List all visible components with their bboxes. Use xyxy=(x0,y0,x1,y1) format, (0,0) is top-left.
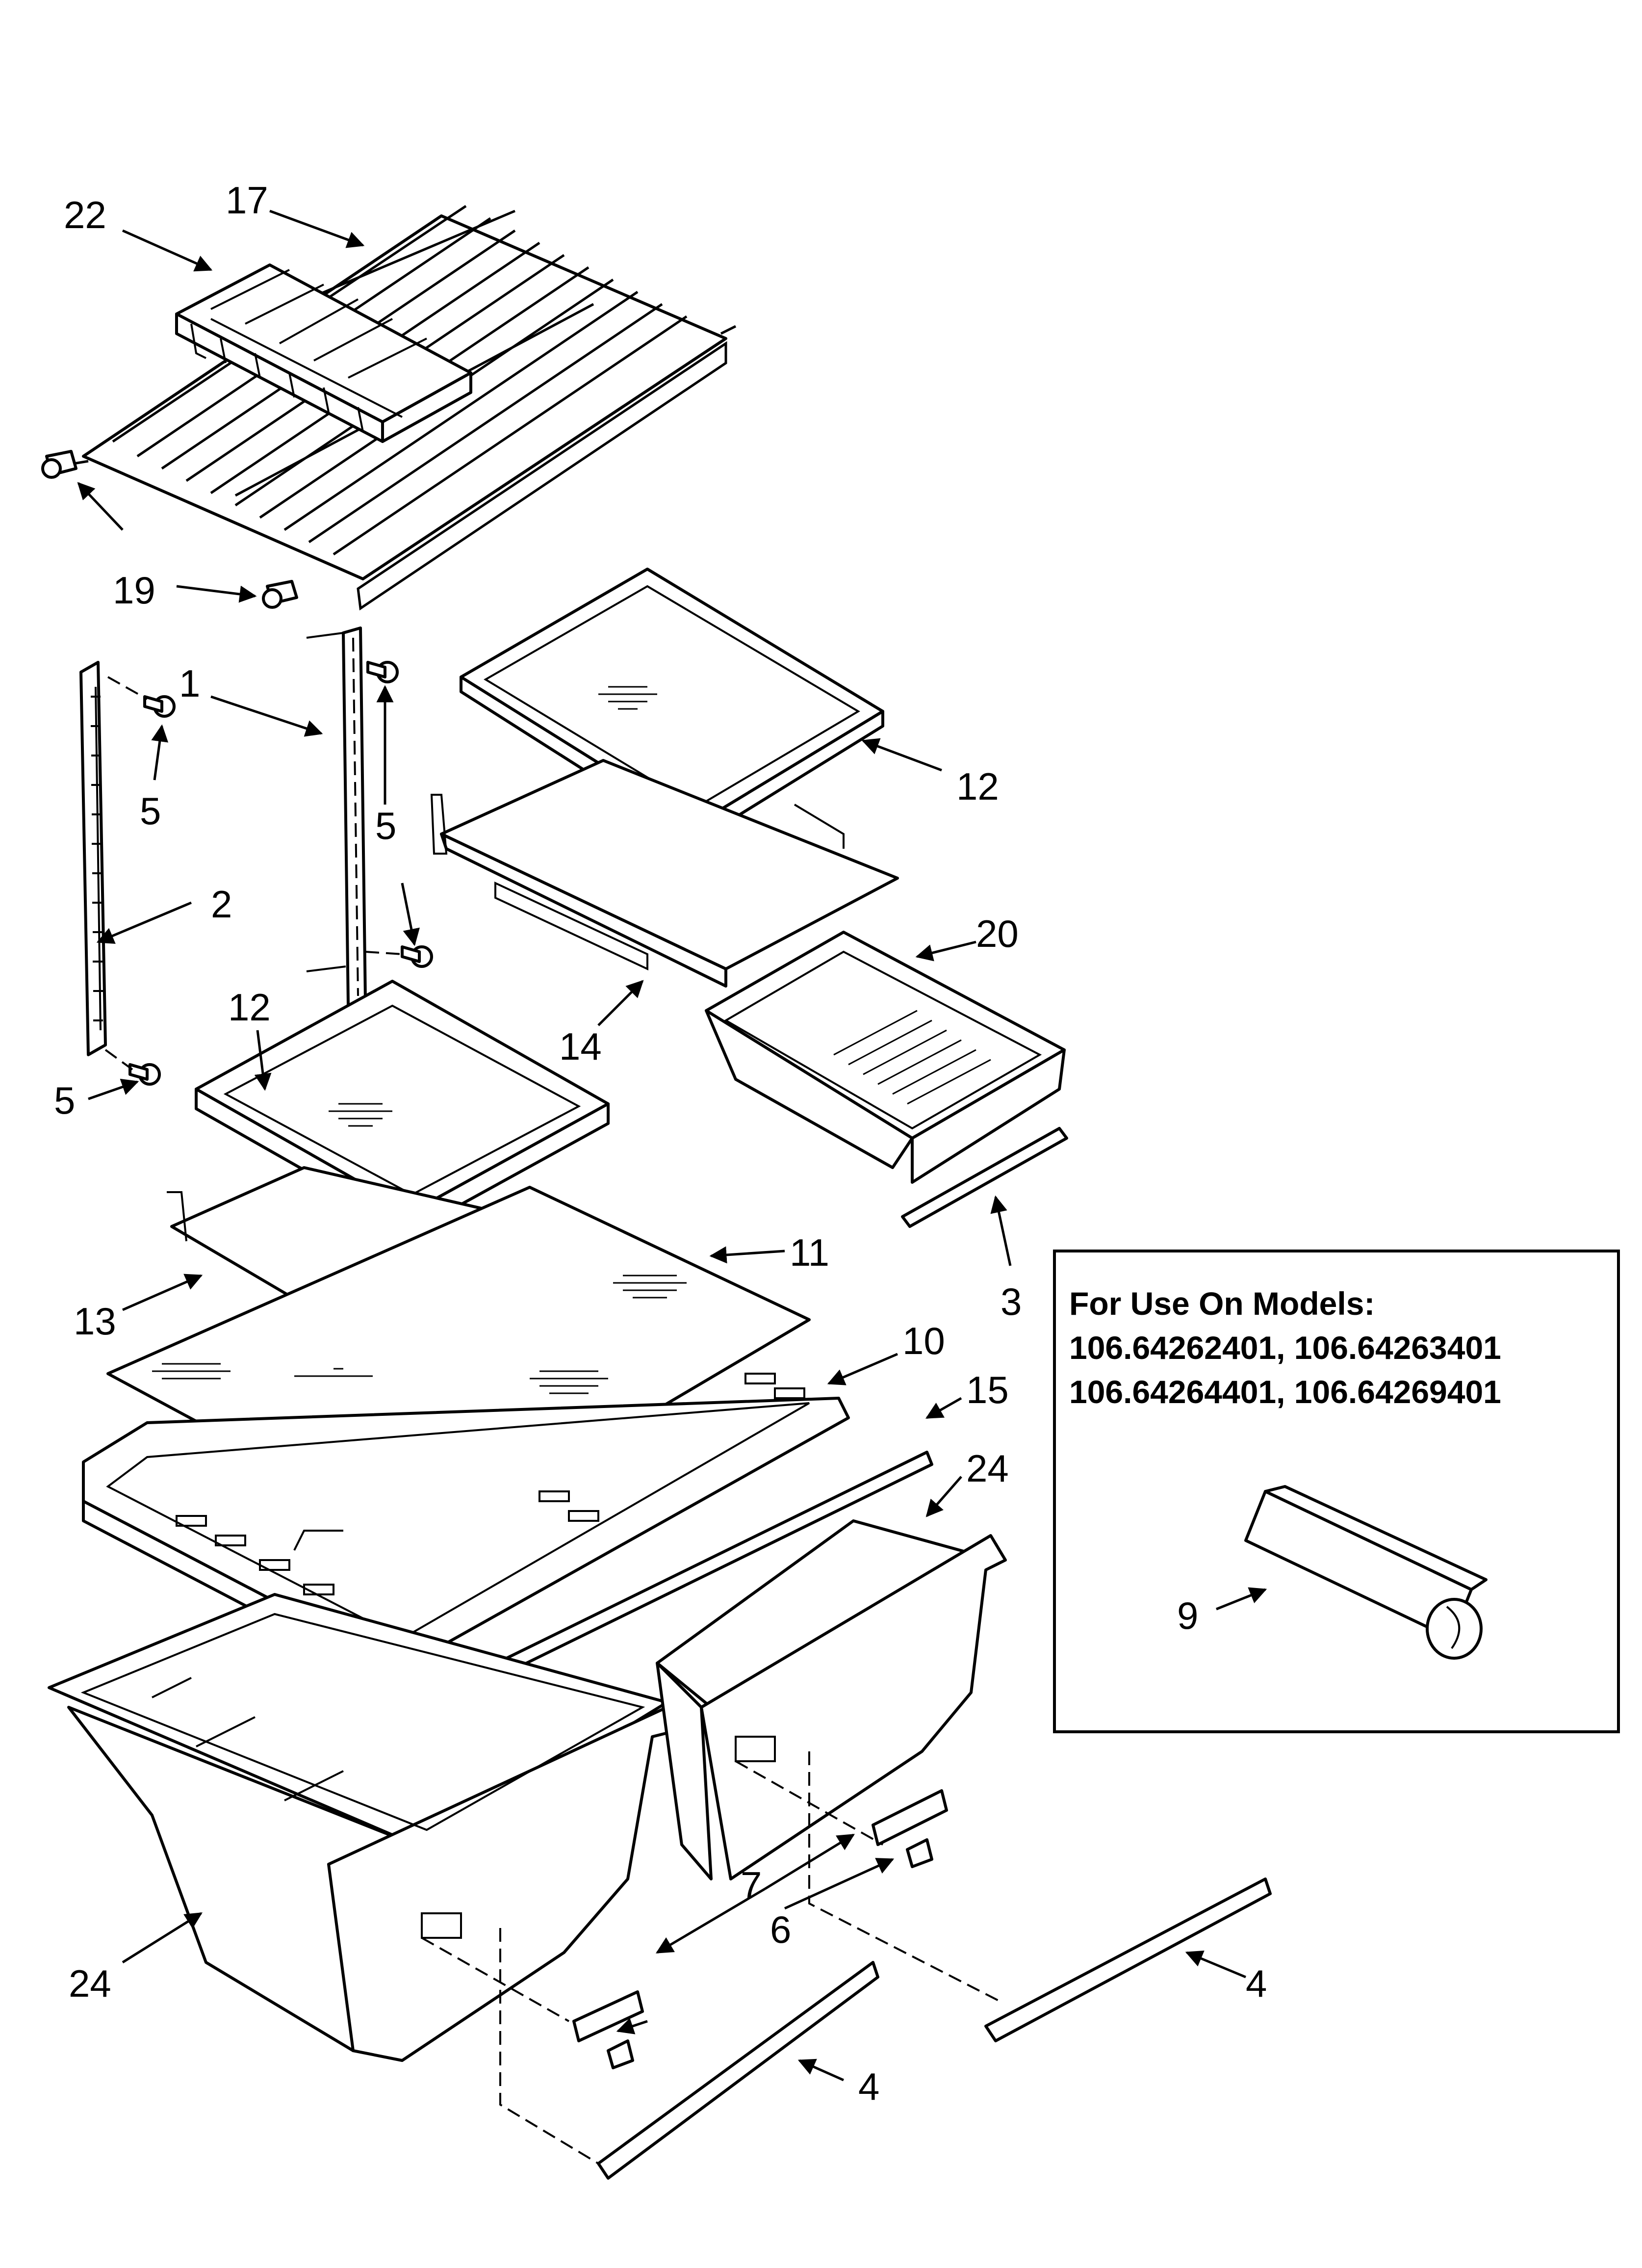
callout-1: 1 xyxy=(179,662,200,705)
models-heading: For Use On Models: xyxy=(1069,1285,1375,1322)
callout-5-lower-left: 5 xyxy=(54,1079,75,1122)
callout-11: 11 xyxy=(790,1231,829,1274)
callout-17: 17 xyxy=(226,179,268,222)
callout-10: 10 xyxy=(902,1319,945,1362)
callout-20: 20 xyxy=(976,912,1019,955)
callout-3: 3 xyxy=(1001,1280,1022,1323)
callout-13: 13 xyxy=(74,1300,116,1343)
callout-6: 6 xyxy=(770,1908,791,1951)
callout-4-right: 4 xyxy=(1246,1962,1267,2005)
crisper-trim-small xyxy=(901,1127,1068,1228)
clip-right xyxy=(906,1838,933,1868)
callout-22: 22 xyxy=(64,193,106,236)
drawer-trim-left xyxy=(597,1961,879,2180)
callout-12-upper: 12 xyxy=(956,765,999,808)
shelf-rail-left xyxy=(79,661,107,1056)
models-line-1: 106.64262401, 106.64263401 xyxy=(1069,1330,1501,1366)
shelf-stud-left xyxy=(41,450,77,479)
screw-upper-left xyxy=(143,695,176,718)
screw-upper-right xyxy=(366,661,399,683)
slide-left xyxy=(572,1990,644,2042)
callout-24-left: 24 xyxy=(69,1962,111,2005)
callout-14: 14 xyxy=(559,1025,602,1068)
crisper-drawer-right xyxy=(656,1519,1007,2003)
shelf-frame-upper xyxy=(430,759,899,988)
callout-15: 15 xyxy=(966,1368,1009,1411)
callout-19: 19 xyxy=(113,569,155,612)
leader-lines xyxy=(77,209,1246,2082)
crisper-pan-small xyxy=(705,931,1066,1184)
shelf-stud-right xyxy=(262,580,298,609)
ice-tray xyxy=(175,263,472,443)
models-inset-box xyxy=(1053,1250,1620,1733)
crisper-drawer-left xyxy=(48,1593,673,2164)
callout-7: 7 xyxy=(741,1864,762,1907)
clip-left xyxy=(607,2039,634,2069)
callout-24-right: 24 xyxy=(966,1447,1009,1490)
callout-4-left: 4 xyxy=(858,2065,879,2108)
models-line-2: 106.64264401, 106.64269401 xyxy=(1069,1374,1501,1410)
slide-right xyxy=(872,1789,948,1846)
drawer-trim-right xyxy=(984,1877,1272,2042)
screw-middle-right xyxy=(401,945,433,968)
callout-2: 2 xyxy=(211,883,232,926)
callout-5-upper-left: 5 xyxy=(140,789,161,833)
callout-9: 9 xyxy=(1177,1594,1198,1637)
screw-lower-left xyxy=(128,1063,161,1086)
callout-12-lower: 12 xyxy=(228,986,271,1029)
roller-trim xyxy=(1244,1485,1488,1660)
callout-5-right: 5 xyxy=(375,804,396,847)
shelf-rail-right xyxy=(306,626,367,1007)
